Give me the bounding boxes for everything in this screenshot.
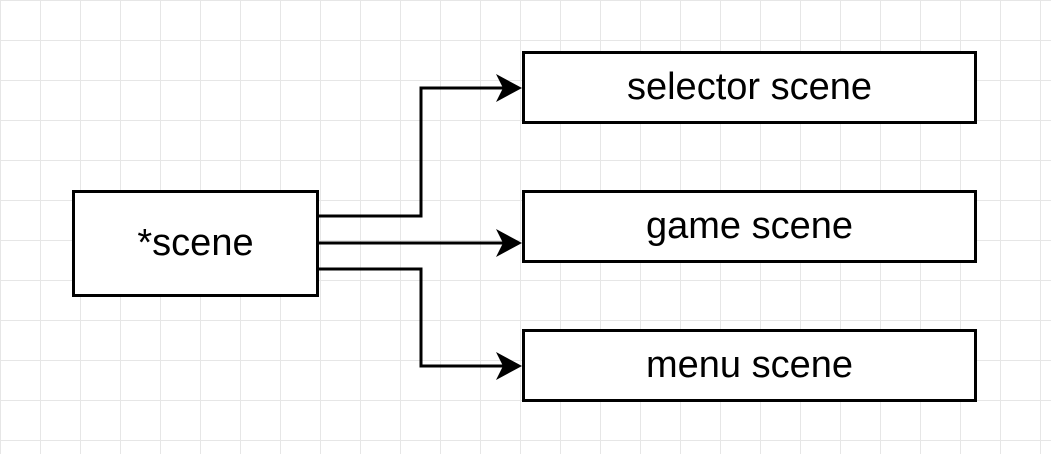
edge-source-to-menu [319,267,510,368]
menu-scene-node[interactable]: menu scene [522,329,977,402]
scene-node[interactable]: *scene [72,190,319,297]
menu-scene-node-label: menu scene [645,344,853,386]
game-scene-node[interactable]: game scene [522,190,977,263]
selector-scene-node-label: selector scene [626,66,872,108]
edge-source-to-selector [319,86,510,218]
game-scene-node-label: game scene [645,205,853,247]
arrowhead-menu [496,352,522,380]
arrowhead-game [496,229,522,257]
arrowhead-selector [496,74,522,102]
scene-node-label: *scene [137,222,254,264]
selector-scene-node[interactable]: selector scene [522,51,977,124]
